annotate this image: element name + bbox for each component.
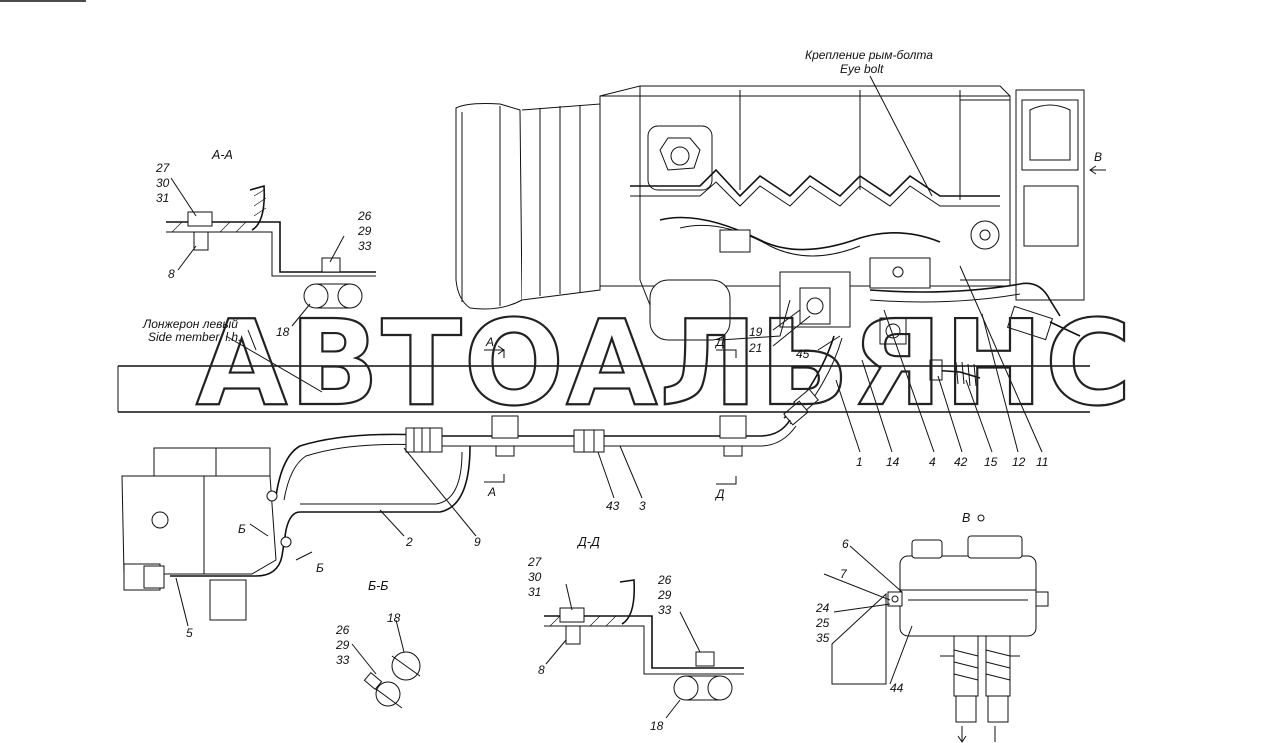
callout-aa-31: 31 — [156, 191, 169, 205]
section-dd-title: Д-Д — [576, 535, 600, 549]
callout-1: 1 — [856, 455, 863, 469]
eye-bolt-en: Eye bolt — [840, 62, 884, 76]
callout-aa-27: 27 — [155, 161, 171, 175]
section-aa-title: А-А — [211, 148, 233, 162]
section-aa — [166, 184, 376, 309]
section-bb-title: Б-Б — [368, 579, 388, 593]
callout-5: 5 — [186, 626, 193, 640]
callout-aa-33: 33 — [358, 239, 372, 253]
callout-14: 14 — [886, 455, 900, 469]
callout-dd-30: 30 — [528, 570, 542, 584]
side-member-en: Side member, l.h. — [148, 330, 241, 344]
callout-43: 43 — [606, 499, 620, 513]
callout-aa-26: 26 — [357, 209, 372, 223]
callout-aa-8: 8 — [168, 267, 175, 281]
leader-lines — [170, 75, 1106, 719]
callout-aa-30: 30 — [156, 176, 170, 190]
callout-dd-8: 8 — [538, 663, 545, 677]
view-v-reservoir — [831, 535, 1049, 743]
callout-bb-18: 18 — [387, 611, 401, 625]
marker-d-upper: Д — [714, 335, 725, 349]
side-member — [117, 365, 1090, 413]
steering-lines — [170, 415, 797, 577]
section-bb — [363, 651, 421, 709]
labels: А-А 27 30 31 8 26 29 33 18 Лонжерон левы… — [142, 48, 1102, 733]
callout-dd-27: 27 — [527, 555, 543, 569]
callout-v-7: 7 — [840, 567, 848, 581]
side-member-ru: Лонжерон левый — [142, 317, 238, 331]
callout-v-35: 35 — [816, 631, 830, 645]
watermark: АВТОАЛЬЯНС — [196, 294, 1134, 432]
callout-bb-33: 33 — [336, 653, 350, 667]
callout-bb-29: 29 — [335, 638, 350, 652]
section-dd — [544, 579, 744, 701]
callout-bb-26: 26 — [335, 623, 350, 637]
marker-a-lower: А — [487, 485, 496, 499]
marker-a-upper: А — [485, 335, 494, 349]
callout-45: 45 — [796, 347, 810, 361]
callout-dd-18: 18 — [650, 719, 664, 733]
callout-15: 15 — [984, 455, 998, 469]
callout-9: 9 — [474, 535, 481, 549]
marker-d-lower: Д — [714, 487, 725, 501]
engine-assembly — [455, 85, 1085, 426]
eye-bolt-ru: Крепление рым-болта — [805, 48, 933, 62]
callout-v-6: 6 — [842, 537, 849, 551]
callout-11: 11 — [1036, 455, 1048, 469]
callout-v-25: 25 — [815, 616, 830, 630]
callout-4: 4 — [929, 455, 936, 469]
callout-12: 12 — [1012, 455, 1026, 469]
marker-b-upper: Б — [238, 522, 246, 536]
callout-19: 19 — [749, 325, 763, 339]
callout-aa-29: 29 — [357, 224, 372, 238]
callout-aa-18: 18 — [276, 325, 290, 339]
callout-42: 42 — [954, 455, 968, 469]
callout-dd-33: 33 — [658, 603, 672, 617]
steering-pump — [121, 447, 292, 621]
view-v-arrow-label: В — [1094, 150, 1102, 164]
callout-dd-26: 26 — [657, 573, 672, 587]
callout-2: 2 — [405, 535, 413, 549]
callout-21: 21 — [748, 341, 762, 355]
callout-3: 3 — [639, 499, 646, 513]
callout-v-44: 44 — [890, 681, 904, 695]
view-v-title: В — [962, 511, 970, 525]
callout-dd-29: 29 — [657, 588, 672, 602]
callout-v-24: 24 — [815, 601, 830, 615]
callout-dd-31: 31 — [528, 585, 541, 599]
marker-b-lower: Б — [316, 561, 324, 575]
